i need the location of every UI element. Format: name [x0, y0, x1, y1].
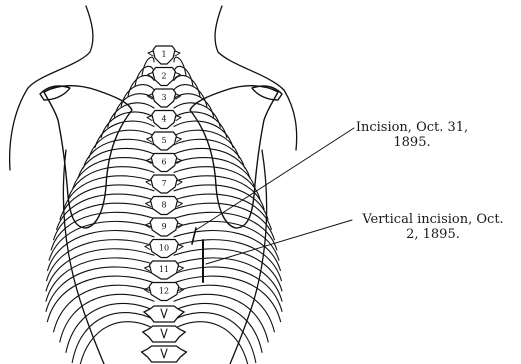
transverse-process	[147, 137, 152, 142]
transverse-process	[147, 116, 152, 121]
transverse-process	[176, 116, 181, 121]
rib-left	[95, 121, 154, 148]
transverse-process	[177, 202, 182, 207]
rib-left	[54, 285, 154, 332]
transverse-process	[177, 180, 182, 185]
transverse-process	[146, 180, 151, 185]
right-ribs	[174, 57, 282, 364]
incision-mark-oblique	[192, 228, 196, 244]
transverse-process	[145, 266, 150, 271]
lumbar-vertebrae	[140, 306, 187, 364]
vertebra-number: 6	[161, 158, 166, 167]
spinal-column: 123456789101112	[144, 46, 184, 301]
shoulder-right-outline	[284, 90, 297, 150]
annotation-label-incision-oct-31: Incision, Oct. 31, 1895.	[352, 120, 472, 150]
transverse-process	[148, 51, 153, 56]
rib-left	[72, 313, 154, 363]
vertebra-number: 3	[161, 93, 166, 102]
lumbar-vertebra	[142, 346, 187, 362]
rib-right	[174, 121, 233, 148]
torso-right-contour	[230, 150, 267, 364]
lumbar-outline	[144, 306, 184, 322]
transverse-process	[179, 266, 184, 271]
lumbar-outline	[142, 346, 187, 362]
shoulder-left-outline	[10, 88, 28, 170]
vertebra-number: 2	[161, 72, 166, 81]
vertebra-number: 10	[159, 244, 169, 253]
vertebra-number: 5	[161, 136, 166, 145]
transverse-process	[175, 51, 180, 56]
rib-right	[174, 285, 274, 332]
leader-line-incision-1	[196, 128, 354, 230]
neck-right-outline	[215, 6, 284, 90]
rib-right	[174, 313, 256, 363]
lumbar-outline	[143, 326, 185, 342]
vertebra-number: 4	[161, 115, 166, 124]
thoracic-vertebra: 2	[148, 68, 181, 86]
rib-right	[174, 322, 250, 364]
thoracic-vertebra: 10	[145, 240, 183, 258]
annotation-line-1: Vertical incision, Oct.	[348, 212, 518, 227]
vertebra-number: 7	[161, 179, 166, 188]
neck-left-outline	[28, 6, 93, 88]
annotation-label-vertical-incision: Vertical incision, Oct. 2, 1895.	[348, 212, 518, 242]
torso-left-contour	[63, 150, 104, 364]
leader-line-incision-2	[206, 220, 352, 264]
rib-left	[114, 94, 154, 117]
rib-right	[174, 303, 262, 352]
vertebra-number: 12	[159, 287, 169, 296]
vertebra-number: 11	[159, 265, 169, 274]
transverse-process	[146, 202, 151, 207]
rib-left	[66, 303, 154, 352]
thoracic-vertebra: 12	[144, 283, 184, 301]
thoracic-vertebra: 8	[146, 197, 183, 215]
lumbar-vertebra	[143, 326, 185, 342]
lumbar-vertebra	[144, 306, 184, 322]
annotation-line-1: Incision, Oct. 31,	[352, 120, 472, 135]
thoracic-vertebra: 9	[145, 218, 183, 236]
thoracic-vertebra: 11	[145, 261, 184, 279]
left-ribs	[46, 57, 154, 364]
transverse-process	[176, 137, 181, 142]
transverse-process	[145, 245, 150, 250]
thoracic-vertebra: 1	[148, 46, 180, 64]
annotation-line-2: 2, 1895.	[348, 227, 518, 242]
vertebra-number: 9	[161, 222, 166, 231]
transverse-process	[178, 245, 183, 250]
annotation-line-2: 1895.	[352, 135, 472, 150]
rib-left	[60, 294, 154, 342]
vertebra-number: 8	[161, 201, 166, 210]
vertebra-number: 1	[161, 50, 166, 59]
